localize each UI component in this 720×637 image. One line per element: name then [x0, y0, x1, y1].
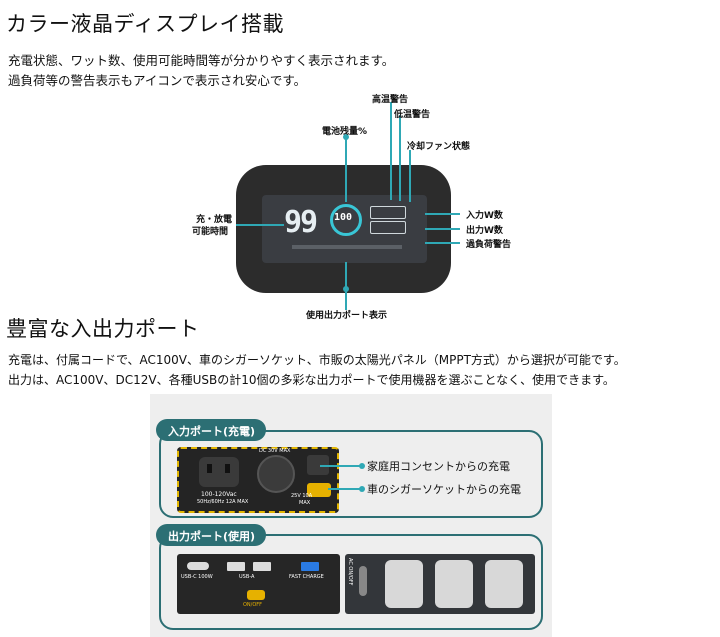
- ac-pin-2: [225, 464, 230, 473]
- ac-outlet-2: [435, 560, 473, 608]
- lowtemp-callout-line: [399, 115, 401, 201]
- lcd-watt-out: [370, 221, 406, 234]
- lcd-time-value: 99: [284, 205, 318, 240]
- label-time-1: 充・放電: [196, 215, 233, 225]
- usba-port-2: [253, 562, 271, 571]
- input-callout-dot-2: [359, 486, 365, 492]
- lcd-battery-value: 100: [334, 212, 353, 223]
- battery-callout-dot: [343, 134, 349, 140]
- overload-callout-line: [425, 242, 460, 244]
- input-header: [156, 419, 266, 441]
- fast-port: [301, 562, 319, 571]
- lcd-screen: 99 100: [262, 195, 427, 263]
- section1-title: カラー液晶ディスプレイ搭載: [6, 12, 285, 36]
- hightemp-callout-line: [390, 102, 392, 200]
- ac-pin-1: [207, 464, 212, 473]
- section1-line-1: 充電状態、ワット数、使用可能時間等が分かりやすく表示されます。: [8, 53, 395, 68]
- output-header: [156, 524, 266, 546]
- section2-line-1: 充電は、付属コードで、AC100V、車のシガーソケット、市販の太陽光パネル（MP…: [8, 353, 626, 367]
- input-callout-line: [425, 213, 460, 215]
- label-fan: 冷却ファン状態: [407, 142, 471, 152]
- ports-diagram: 入力ポート(充電) 100-120Vac 50Hz/60Hz 12A MAX 2…: [150, 394, 552, 637]
- battery-callout-line: [345, 138, 347, 202]
- input-frame: [159, 430, 543, 518]
- section2-title: 豊富な入出力ポート: [6, 317, 200, 341]
- output-callout-line: [425, 228, 460, 230]
- label-output-w: 出力W数: [466, 226, 503, 236]
- lcd-port-row: [292, 245, 402, 249]
- label-time-2: 可能時間: [192, 227, 229, 237]
- port-callout-dot: [343, 286, 349, 292]
- ac-inlet: [199, 457, 239, 487]
- usba-port-1: [227, 562, 245, 571]
- output-header-text: 出力ポート(使用): [168, 530, 256, 543]
- dc-port: [307, 455, 329, 475]
- fast-label: FAST CHARGE: [289, 574, 324, 580]
- car-socket: [257, 455, 295, 493]
- onoff-button[interactable]: [247, 590, 265, 600]
- section1-line-2: 過負荷等の警告表示もアイコンで表示され安心です。: [8, 73, 307, 88]
- input-callout-2: 車のシガーソケットからの充電: [367, 483, 521, 496]
- dc-spec-text-2: MAX: [299, 500, 311, 506]
- usbc-port: [187, 562, 209, 570]
- ac-switch[interactable]: [359, 566, 367, 596]
- onoff-label: ON/OFF: [243, 602, 263, 608]
- usbc-label: USB-C 100W: [181, 574, 213, 580]
- ac-onoff-label: AC ON/OFF: [347, 558, 353, 586]
- label-overload: 過負荷警告: [466, 240, 512, 250]
- usb-panel: USB-C 100W USB-A FAST CHARGE ON/OFF: [177, 554, 340, 614]
- input-callout-line-1: [320, 465, 362, 467]
- input-callout-line-2: [328, 488, 362, 490]
- ac-spec-text: 100-120Vac: [201, 491, 237, 498]
- usba-label: USB-A: [239, 574, 255, 580]
- display-diagram: 99 100 高温警告 低温警告 電池残量% 冷却ファン状態 充・放電 可能時間…: [0, 90, 720, 321]
- dc-top-text: DC 30V MAX: [259, 448, 291, 454]
- lcd-watt-in: [370, 206, 406, 219]
- input-header-text: 入力ポート(充電): [168, 425, 256, 438]
- xt60-port: [307, 483, 331, 497]
- fan-callout-line: [409, 150, 411, 202]
- lcd-battery-ring: [330, 204, 362, 236]
- ac-outlet-1: [385, 560, 423, 608]
- label-battery: 電池残量%: [322, 127, 368, 137]
- label-input-w: 入力W数: [466, 211, 503, 221]
- input-callout-1: 家庭用コンセントからの充電: [367, 460, 510, 473]
- label-high-temp: 高温警告: [372, 95, 409, 105]
- input-panel: 100-120Vac 50Hz/60Hz 12A MAX 25V 10A MAX…: [177, 447, 339, 513]
- label-port-status: 使用出力ポート表示: [306, 311, 388, 321]
- section2-line-2: 出力は、AC100V、DC12V、各種USBの計10個の多彩な出力ポートで使用機…: [8, 373, 615, 387]
- time-callout-line: [236, 224, 284, 226]
- dc-spec-text: 25V 10A: [291, 493, 313, 499]
- output-frame: [159, 534, 543, 630]
- label-low-temp: 低温警告: [394, 110, 431, 120]
- ac-outlet-panel: AC ON/OFF: [345, 554, 535, 614]
- input-callout-dot-1: [359, 463, 365, 469]
- ac-outlet-3: [485, 560, 523, 608]
- ac-spec-text-2: 50Hz/60Hz 12A MAX: [197, 499, 249, 505]
